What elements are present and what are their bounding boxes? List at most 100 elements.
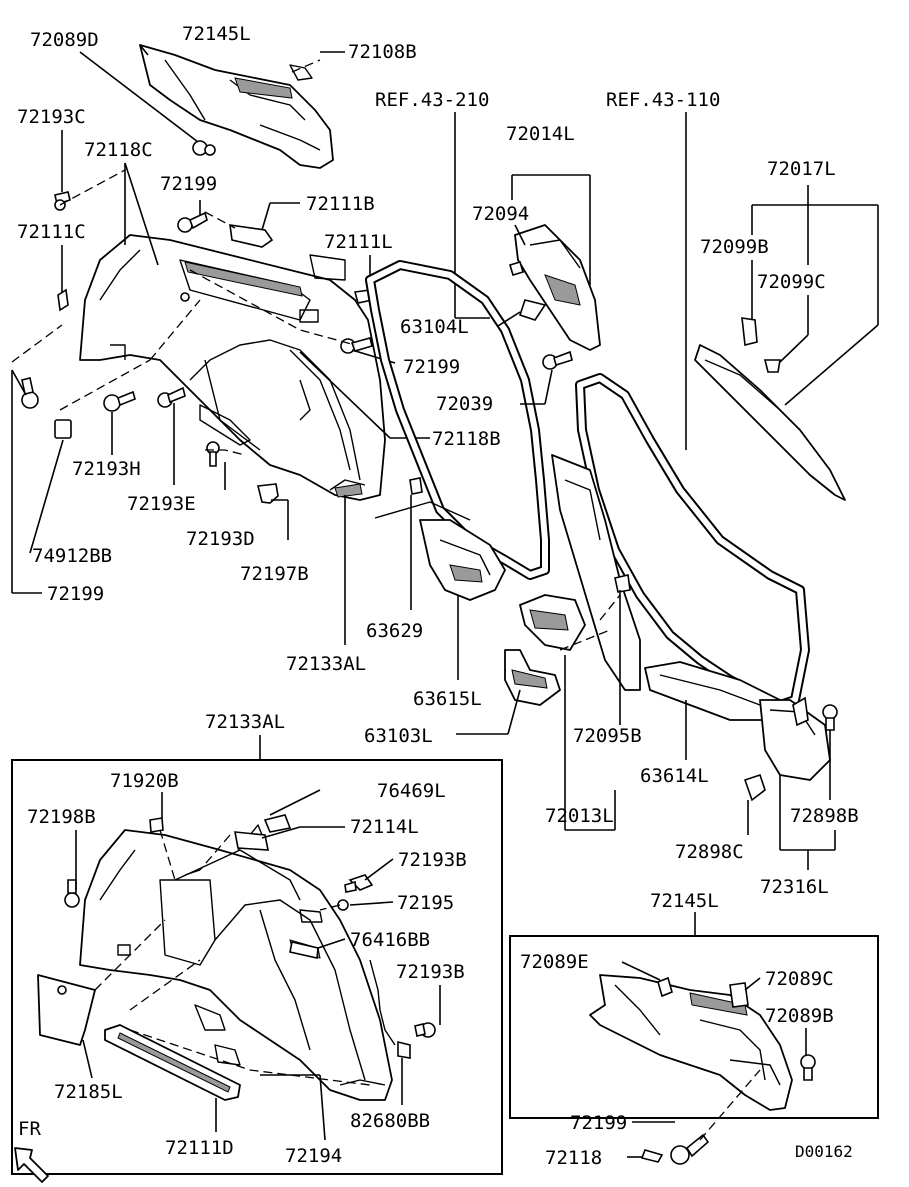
label-63103L: 63103L	[364, 725, 433, 747]
clip-76469L	[263, 814, 292, 833]
lid-72185L	[37, 974, 96, 1046]
label-72118: 72118	[545, 1147, 602, 1169]
clip-72095B	[614, 574, 631, 593]
label-fr: FR	[18, 1118, 41, 1140]
label-72014L: 72014L	[506, 123, 575, 145]
label-72099B: 72099B	[700, 236, 769, 258]
label-72133AL-b: 72133AL	[205, 711, 285, 733]
upper-quarter-trim-top	[139, 44, 334, 169]
pillar-trim-72013L	[551, 454, 641, 691]
clip-76416BB	[289, 941, 319, 959]
clip-72099C	[763, 359, 781, 373]
label-72017L: 72017L	[767, 158, 836, 180]
label-72089D: 72089D	[30, 29, 99, 51]
label-72039: 72039	[436, 393, 493, 415]
bolt-72039	[542, 350, 573, 370]
label-74912BB: 74912BB	[32, 545, 112, 567]
label-72114L: 72114L	[350, 816, 419, 838]
screw-72193D	[206, 441, 220, 467]
trim-63103L	[519, 594, 586, 651]
clip-72099B	[741, 317, 758, 346]
label-72108B: 72108B	[348, 41, 417, 63]
screw-72193B-b	[414, 1022, 436, 1038]
screw-72193E	[157, 386, 186, 408]
label-72089C: 72089C	[765, 968, 834, 990]
label-72199-a: 72199	[160, 173, 217, 195]
harness-82680BB	[369, 959, 411, 1059]
trim-lower-63103L	[504, 649, 561, 706]
label-72198B: 72198B	[27, 806, 96, 828]
label-72316L: 72316L	[760, 876, 829, 898]
label-72145L-top: 72145L	[182, 23, 251, 45]
label-72089B: 72089B	[765, 1005, 834, 1027]
label-72145L-bottom: 72145L	[650, 890, 719, 912]
diagram-code: D00162	[795, 1142, 853, 1161]
clip-72111B	[229, 224, 274, 248]
bolt-72199-d	[670, 1133, 710, 1165]
label-72193B-b: 72193B	[396, 961, 465, 983]
label-72193E: 72193E	[127, 493, 196, 515]
clip-74912BB	[54, 419, 72, 439]
bolt-72199-c	[21, 377, 39, 409]
label-72195: 72195	[397, 892, 454, 914]
quarter-trim-assembly-top	[79, 234, 386, 501]
label-ref-43-110: REF.43-110	[606, 89, 720, 111]
label-72095B: 72095B	[573, 725, 642, 747]
label-72111C: 72111C	[17, 221, 86, 243]
label-72193H: 72193H	[72, 458, 141, 480]
label-72111B: 72111B	[306, 193, 375, 215]
front-arrow-icon	[14, 1147, 49, 1183]
label-72194: 72194	[285, 1145, 342, 1167]
label-72094: 72094	[472, 203, 529, 225]
trim-72316L	[759, 696, 831, 781]
label-72199-b: 72199	[403, 356, 460, 378]
clip-72898C	[743, 773, 766, 802]
pillar-trim-72014L	[509, 224, 601, 351]
label-72898B: 72898B	[790, 805, 859, 827]
label-76416BB: 76416BB	[350, 929, 430, 951]
upper-quarter-trim-detail	[589, 974, 793, 1111]
trim-72017L	[694, 344, 846, 501]
label-72898C: 72898C	[675, 841, 744, 863]
label-63629: 63629	[366, 620, 423, 642]
clip-72118	[640, 1149, 664, 1163]
clip-72089E	[657, 976, 673, 998]
label-72193C: 72193C	[17, 106, 86, 128]
clip-71920B	[149, 817, 164, 833]
label-72133AL-a: 72133AL	[286, 653, 366, 675]
clip-72898B	[822, 704, 838, 731]
label-82680BB: 82680BB	[350, 1110, 430, 1132]
label-72118C: 72118C	[84, 139, 153, 161]
label-71920B: 71920B	[110, 770, 179, 792]
sill-72111D	[104, 1024, 241, 1101]
label-72111D: 72111D	[165, 1137, 234, 1159]
clip-72089B	[800, 1054, 816, 1081]
label-72118B: 72118B	[432, 428, 501, 450]
label-72199-c: 72199	[47, 583, 104, 605]
clip-72114L	[234, 831, 269, 851]
label-72193D: 72193D	[186, 528, 255, 550]
label-72199-d: 72199	[570, 1112, 627, 1134]
clip-63629	[409, 477, 423, 495]
label-63615L: 63615L	[413, 688, 482, 710]
label-63104L: 63104L	[400, 316, 469, 338]
label-76469L: 76469L	[377, 780, 446, 802]
trim-63615L	[419, 519, 506, 601]
screw-72193H	[103, 390, 136, 412]
clip-72089C	[729, 982, 749, 1008]
label-72193B-a: 72193B	[398, 849, 467, 871]
label-72197B: 72197B	[240, 563, 309, 585]
label-72013L: 72013L	[545, 805, 614, 827]
label-72185L: 72185L	[54, 1081, 123, 1103]
label-72111L: 72111L	[324, 231, 393, 253]
clip-72198B	[64, 879, 80, 908]
bolt-72199-a	[177, 211, 208, 233]
detail-box-72133AL	[11, 759, 503, 1175]
label-ref-43-210: REF.43-210	[375, 89, 489, 111]
label-63614L: 63614L	[640, 765, 709, 787]
quarter-trim-detail	[79, 824, 393, 1101]
detail-box-72145L	[509, 935, 879, 1119]
clip-72111C	[57, 288, 69, 312]
label-72089E: 72089E	[520, 951, 589, 973]
